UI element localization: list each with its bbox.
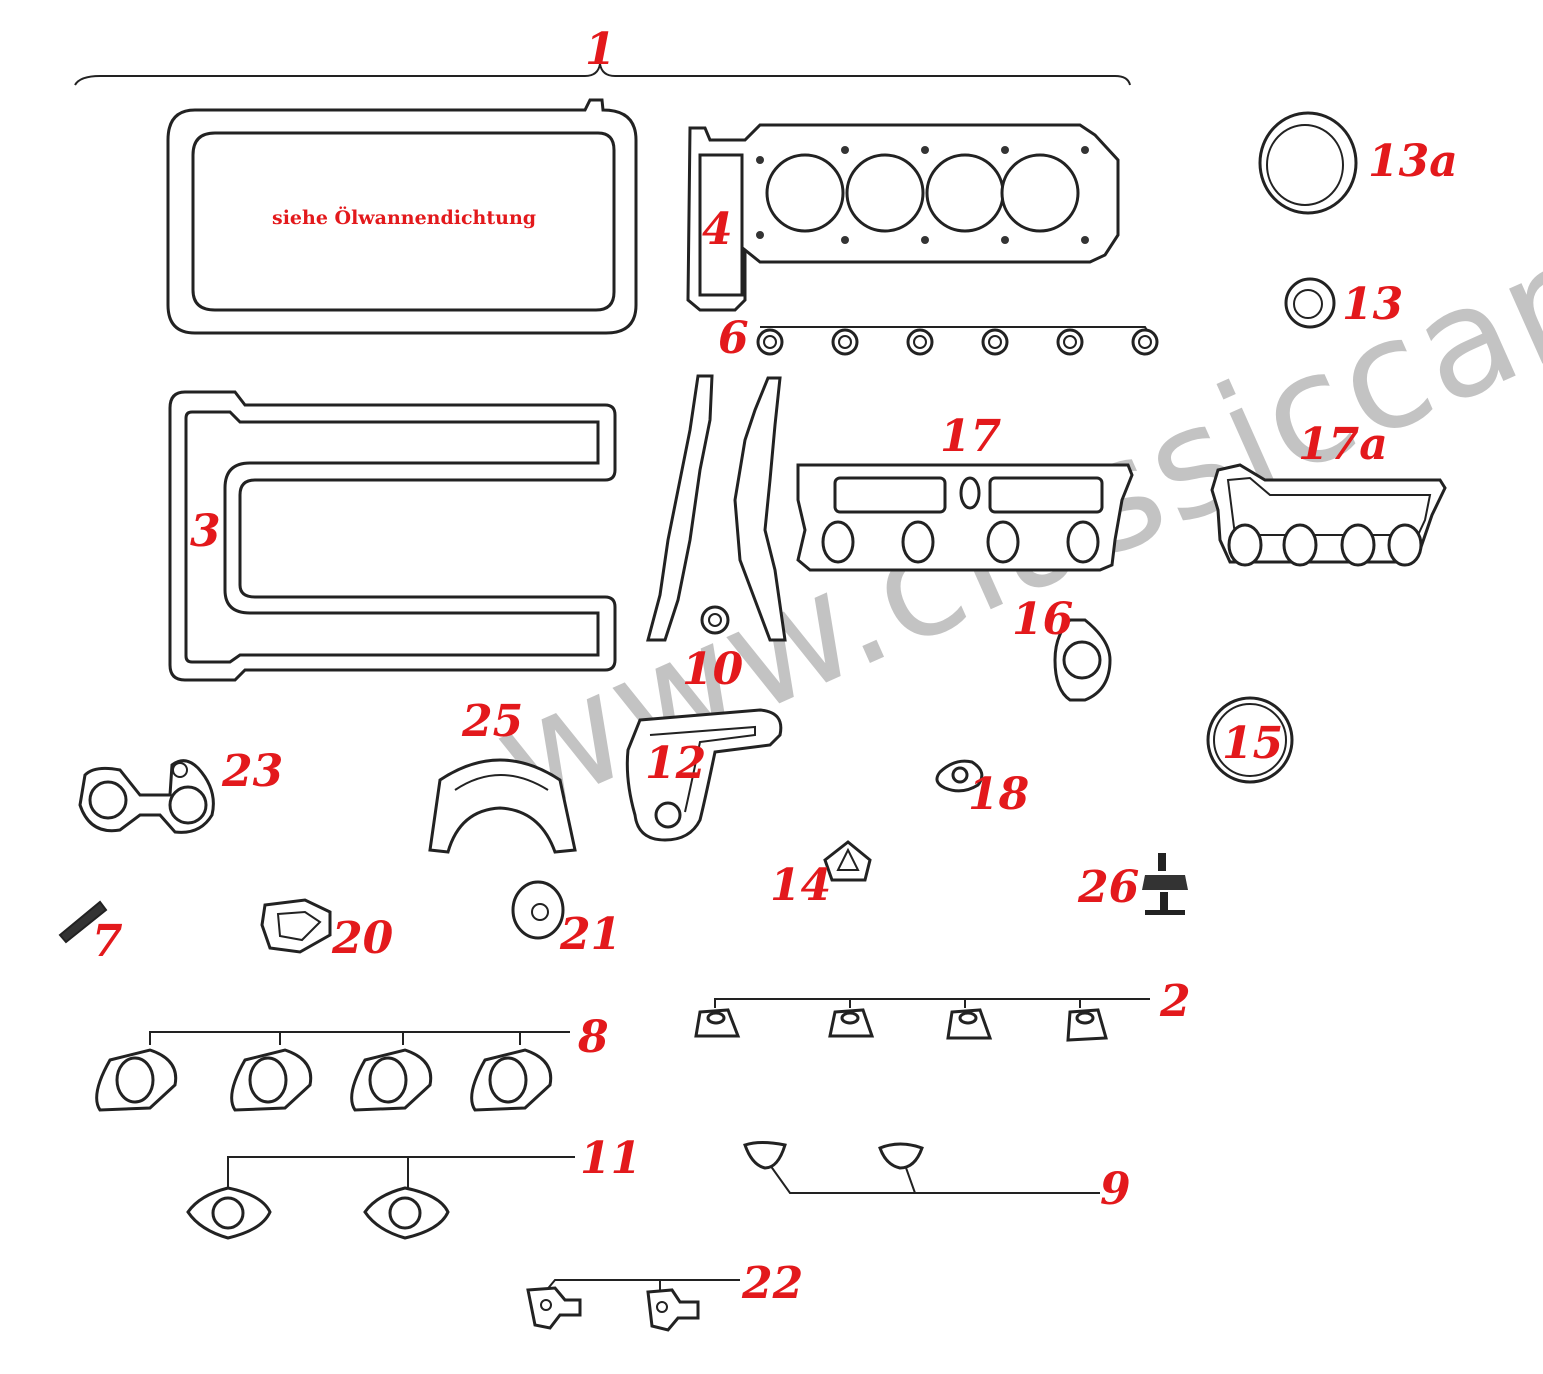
label-14: 14: [770, 860, 832, 911]
label-23: 23: [222, 746, 284, 797]
pin-7: [58, 900, 108, 944]
timing-cover-gaskets: [646, 374, 787, 642]
head-gasket: [686, 123, 1120, 312]
label-12: 12: [645, 738, 707, 789]
label-22: 22: [742, 1258, 804, 1309]
valve-cover-gasket: [168, 390, 617, 682]
label-21: 21: [560, 909, 622, 960]
fuel-pump-gasket: [823, 840, 872, 882]
intake-manifold-gasket: [796, 463, 1134, 572]
rear-seal-carrier-gasket: [428, 758, 577, 854]
intake-manifold-gasket-alt: [1210, 463, 1447, 567]
label-20: 20: [332, 913, 394, 964]
crank-seal-large: [1258, 111, 1358, 215]
mount-26: [1142, 853, 1188, 915]
label-26: 26: [1078, 862, 1140, 913]
washer-21: [511, 880, 565, 940]
carb-gasket-23: [78, 759, 215, 834]
valve-stem-seals: [756, 326, 1159, 356]
water-pump-gasket: [625, 708, 783, 842]
label-10: 10: [682, 644, 744, 695]
small-gasket-18: [935, 759, 984, 793]
label-8: 8: [578, 1012, 609, 1063]
label-17: 17: [940, 411, 1002, 462]
label-13: 13: [1342, 279, 1404, 330]
oil-pan-gasket: [166, 98, 638, 335]
label-15: 15: [1222, 718, 1284, 769]
label-16: 16: [1012, 594, 1074, 645]
label-4: 4: [702, 204, 733, 255]
o-ring-15: [1206, 696, 1294, 784]
label-11: 11: [580, 1133, 642, 1184]
crank-seal-small: [1284, 277, 1336, 329]
valve-collets: [743, 1141, 1100, 1194]
label-25: 25: [462, 696, 524, 747]
flange-gasket-16: [1053, 618, 1112, 702]
label-13a: 13a: [1368, 136, 1458, 187]
label-9: 9: [1100, 1164, 1131, 1215]
set-bracket: [74, 63, 1131, 86]
exhaust-gaskets: [95, 1031, 570, 1112]
label-7: 7: [92, 916, 123, 967]
label-17a: 17a: [1298, 419, 1388, 470]
label-3: 3: [190, 506, 221, 557]
manifold-gaskets-11: [186, 1156, 575, 1240]
valve-seals: [694, 998, 1150, 1042]
oil-pan-note: siehe Ölwannendichtung: [272, 207, 537, 229]
lock-tabs: [526, 1279, 740, 1332]
label-2: 2: [1160, 976, 1191, 1027]
label-18: 18: [968, 769, 1030, 820]
label-6: 6: [718, 313, 749, 364]
gasket-20: [260, 898, 332, 954]
label-1: 1: [585, 24, 616, 75]
